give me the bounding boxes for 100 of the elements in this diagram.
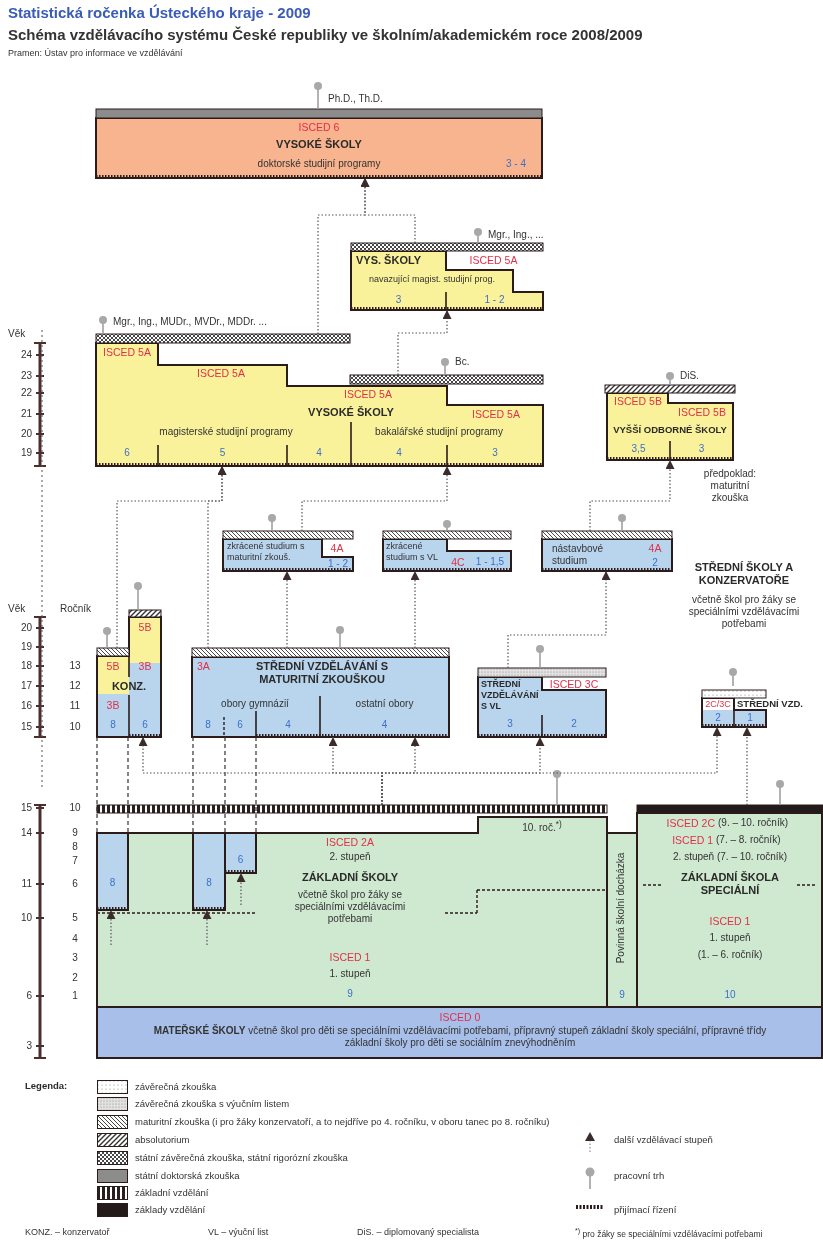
arrow	[202, 909, 212, 946]
duration-years: 6	[141, 719, 149, 731]
duration-years: 4	[380, 719, 389, 731]
age-number: 19	[19, 641, 32, 653]
age-number: 22	[19, 387, 32, 399]
arrow	[397, 309, 452, 376]
duration-years: 10	[723, 989, 737, 1001]
grade-number: 3	[71, 952, 79, 964]
compulsory-attendance-band	[607, 833, 637, 1007]
vertical-label: Povinná školní docházka	[615, 851, 627, 966]
legend-text: základy vzdělání	[135, 1204, 206, 1216]
description-text: zkrácené studium s VL	[386, 541, 440, 563]
duration-years: 2	[651, 557, 659, 569]
legend-text: maturitní zkouška (i pro žáky konzervatoří, a to nejdříve po 4. ročníku, v oboru tanec po 8. ročníku)	[135, 1116, 550, 1128]
school-block	[192, 648, 449, 737]
school-block	[383, 531, 511, 571]
school-type-title: VYSOKÉ ŠKOLY	[275, 138, 363, 152]
school-block	[605, 385, 735, 460]
legend-text: přijímací řízení	[614, 1204, 677, 1216]
description-text: MATEŘSKÉ ŠKOLY včetně škol pro děti se speciálními vzdělávacími potřebami, přípravný stupeň základní školy speciální, přípravné třídy základní školy pro děti se sociálním znevýhodněním	[152, 1025, 768, 1049]
axis-label: Věk	[8, 603, 27, 615]
section-heading: STŘEDNÍ ŠKOLY A KONZERVATOŘE	[693, 561, 795, 588]
abbreviation-note: DiS. – diplomovaný specialista	[357, 1227, 480, 1238]
arrow	[381, 726, 722, 806]
age-number: 18	[19, 660, 32, 672]
duration-years: 1 - 2	[483, 294, 506, 306]
grade-number: 5	[71, 912, 79, 924]
grade-number: 12	[68, 680, 82, 692]
age-number: 15	[19, 721, 32, 733]
description-text: doktorské studijní programy	[256, 158, 382, 170]
footnote: $^{*)}$ pro žáky se speciálními vzdělávacími potřebami	[575, 1227, 763, 1239]
isced-level: 3B	[105, 699, 121, 712]
age-number: 20	[19, 428, 32, 440]
duration-years: 1 - 1,5	[474, 556, 506, 568]
note-text: předpoklad: maturitní zkouška	[702, 468, 758, 504]
school-block	[96, 109, 542, 178]
age-number: 17	[19, 680, 32, 692]
arrow	[282, 570, 292, 649]
description-text: (1. – 6. ročník)	[696, 949, 764, 961]
isced-level: ISCED 5A	[102, 346, 152, 359]
legend-heading: Legenda:	[25, 1080, 68, 1092]
duration-years: 3	[394, 294, 403, 306]
degree-label: Bc.	[455, 356, 471, 368]
school-block	[637, 805, 823, 1007]
page-title: Schéma vzdělávacího systému České republiky ve školním/akademickém roce 2008/2009	[8, 26, 643, 44]
description-text: včetně škol pro žáky se speciálními vzdělávacími potřebami	[293, 889, 407, 925]
school-block	[97, 1007, 823, 1058]
duration-years: 4	[284, 719, 292, 731]
duration-years: 3 - 4	[505, 158, 527, 170]
duration-years: 4	[315, 447, 323, 459]
grade-column	[97, 833, 128, 910]
duration-years: 8	[204, 719, 212, 731]
grade-number: 10	[68, 721, 82, 733]
grade-number: 4	[71, 933, 79, 945]
duration-years: 8	[109, 719, 117, 731]
description-text: 1. stupeň	[328, 968, 372, 980]
age-number: 20	[19, 622, 32, 634]
description-text: (7. – 8. ročník)	[716, 834, 782, 846]
legend-text: absolutorium	[135, 1134, 190, 1146]
isced-level: 5B	[137, 621, 153, 634]
degree-label: DiS.	[680, 370, 700, 382]
duration-years: 6	[123, 447, 131, 459]
school-block	[96, 334, 543, 466]
duration-years: 9	[346, 988, 354, 1000]
grade-number: 7	[71, 855, 79, 867]
grade-number: 9	[71, 827, 79, 839]
isced-level: ISCED 5A	[471, 408, 521, 421]
age-number: 21	[19, 408, 32, 420]
school-block	[97, 805, 607, 1007]
isced-level: ISCED 1	[708, 915, 752, 928]
grade-column	[225, 833, 256, 873]
school-type-title: ZÁKLADNÍ ŠKOLA SPECIÁLNÍ	[680, 871, 780, 898]
duration-years: 3,5	[630, 443, 647, 455]
arrow	[236, 872, 246, 906]
grade-number: 1	[71, 990, 79, 1002]
school-block	[542, 531, 672, 571]
duration-years: 1 - 2	[327, 558, 349, 570]
duration-years: 8	[108, 877, 117, 889]
isced-level: 4A	[329, 542, 345, 555]
arrow	[589, 459, 675, 532]
school-type-title: STŘEDNÍ VZD.	[737, 698, 804, 710]
age-number: 6	[25, 990, 32, 1002]
age-number: 11	[20, 878, 32, 890]
isced-level: 3A	[197, 660, 211, 673]
age-number: 24	[19, 349, 32, 361]
school-block	[478, 668, 606, 737]
grade-number: 13	[68, 660, 82, 672]
age-number: 3	[25, 1040, 32, 1052]
age-number: 14	[19, 827, 32, 839]
legend-text: závěrečná zkouška s výučním listem	[135, 1098, 290, 1110]
isced-level: 2C/3C	[704, 699, 732, 710]
isced-level: ISCED 5B	[677, 406, 727, 419]
axis-label: Ročník	[60, 603, 93, 615]
isced-level: 3B	[137, 660, 153, 673]
duration-years: 1	[746, 712, 754, 724]
isced-level: ISCED 1	[671, 834, 713, 847]
duration-years: 8	[205, 877, 213, 889]
duration-years: 6	[236, 854, 245, 866]
header-text: Statistická ročenka Ústeckého kraje - 2009	[8, 4, 311, 22]
abbreviation-note: VL – výuční list	[208, 1227, 269, 1238]
